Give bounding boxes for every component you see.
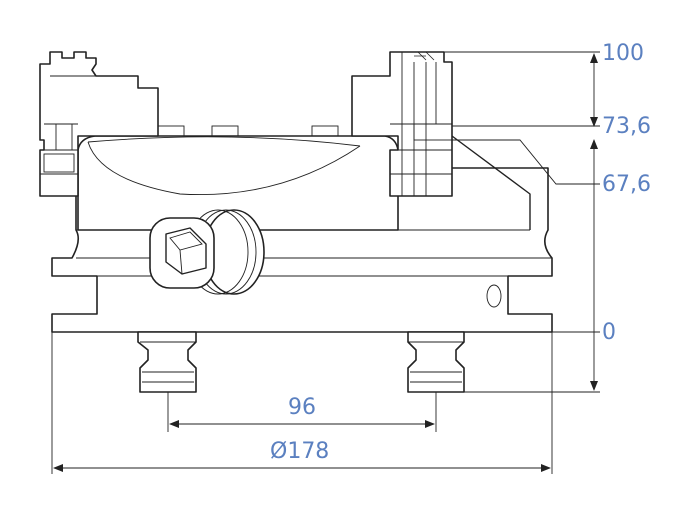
right-jaw — [351, 51, 453, 197]
dim-label-diameter: Ø178 — [270, 439, 329, 464]
left-jaw — [39, 51, 159, 197]
pin-left — [137, 331, 197, 393]
dim-label-0: 0 — [602, 320, 616, 345]
dim-label-67-6: 67,6 — [602, 172, 651, 197]
width-dimensions — [51, 332, 553, 474]
pin-right — [407, 331, 465, 393]
dim-label-96: 96 — [288, 395, 316, 420]
drive-knob — [149, 209, 265, 295]
dim-label-100: 100 — [602, 41, 644, 66]
height-dimensions — [444, 51, 600, 393]
chuck-body — [51, 125, 553, 333]
dim-label-73-6: 73,6 — [602, 114, 651, 139]
